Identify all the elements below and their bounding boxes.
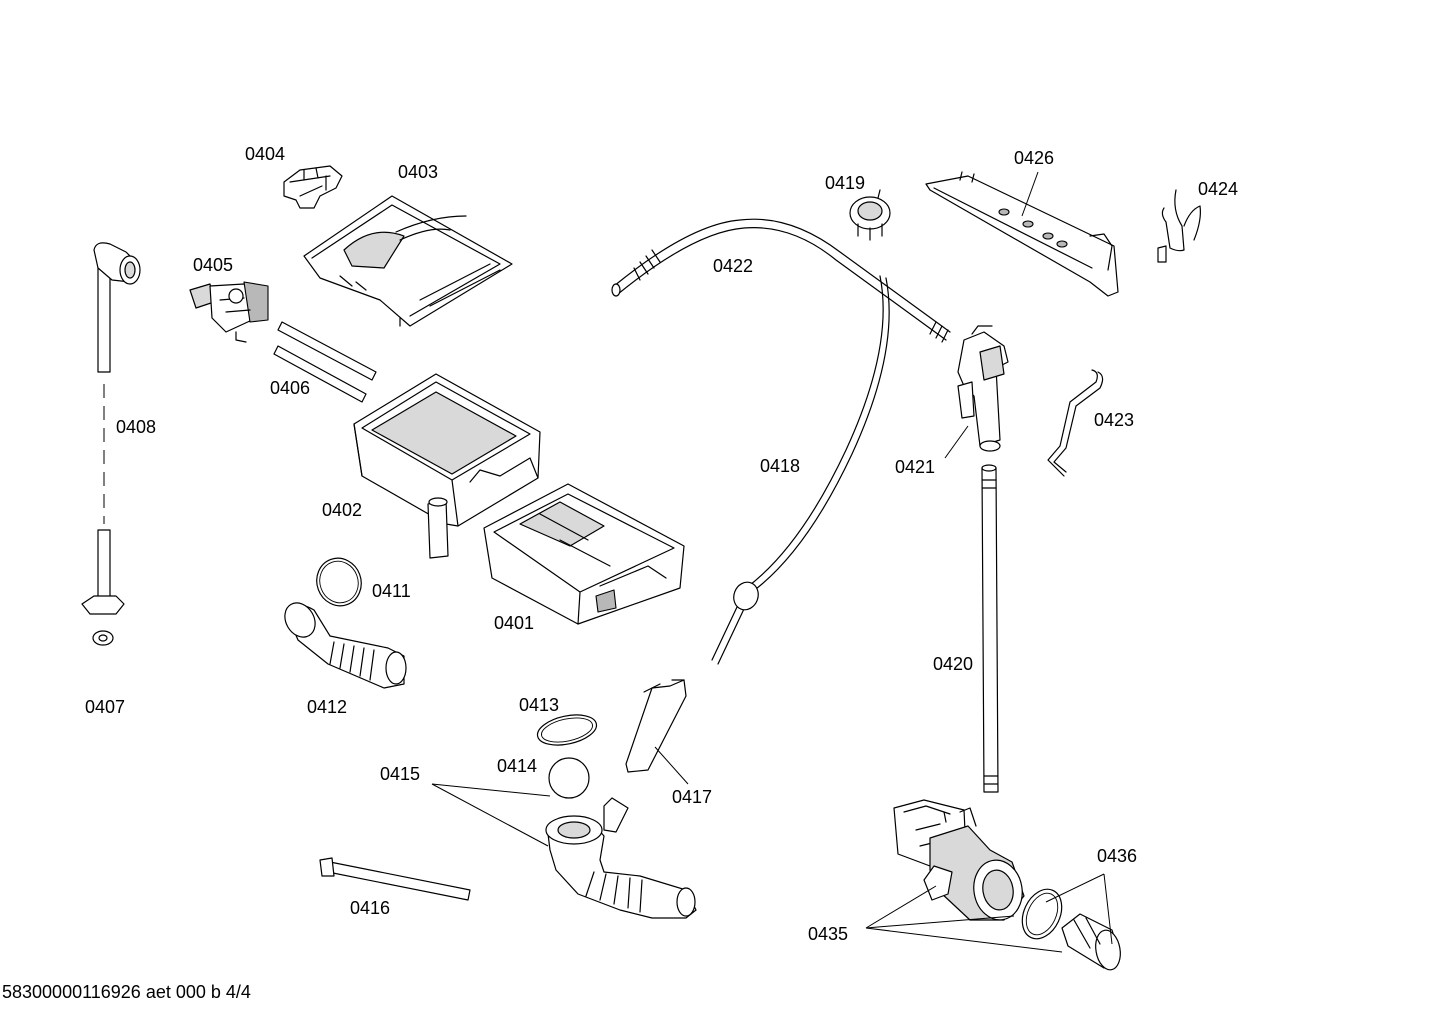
part-0412-drawing bbox=[284, 602, 407, 689]
label-0413: 0413 bbox=[519, 695, 559, 715]
part-0411-drawing bbox=[316, 557, 362, 607]
part-0435-drawing bbox=[893, 799, 1025, 921]
label-0422: 0422 bbox=[713, 256, 753, 276]
part-0426-drawing bbox=[925, 171, 1119, 297]
part-0420-drawing bbox=[981, 464, 999, 793]
label-0423: 0423 bbox=[1094, 410, 1134, 430]
label-0420: 0420 bbox=[933, 654, 973, 674]
label-0402: 0402 bbox=[322, 500, 362, 520]
label-0407: 0407 bbox=[85, 697, 125, 717]
label-0416: 0416 bbox=[350, 898, 390, 918]
label-0419: 0419 bbox=[825, 173, 865, 193]
part-0414-drawing bbox=[548, 757, 590, 799]
part-0436-drawing bbox=[1021, 888, 1121, 971]
part-0413-drawing bbox=[536, 714, 598, 746]
part-0416-drawing bbox=[319, 857, 471, 901]
label-0418: 0418 bbox=[760, 456, 800, 476]
part-0403-drawing bbox=[303, 195, 513, 327]
part-0408-drawing bbox=[81, 242, 141, 615]
part-0417-drawing bbox=[625, 679, 687, 773]
label-0408: 0408 bbox=[116, 417, 156, 437]
part-0418-drawing bbox=[711, 275, 890, 665]
part-0407-drawing bbox=[92, 630, 114, 646]
label-0411: 0411 bbox=[372, 581, 411, 601]
part-0404-drawing bbox=[283, 165, 343, 209]
label-0424: 0424 bbox=[1198, 179, 1238, 199]
part-0401-drawing bbox=[483, 483, 685, 625]
label-0414: 0414 bbox=[497, 756, 537, 776]
label-0401: 0401 bbox=[494, 613, 534, 633]
label-0405: 0405 bbox=[193, 255, 233, 275]
part-0422-drawing bbox=[611, 218, 951, 343]
part-0419-drawing bbox=[849, 189, 891, 241]
part-0406-drawing bbox=[273, 321, 377, 403]
label-0426: 0426 bbox=[1014, 148, 1054, 168]
leader-lines bbox=[431, 171, 1113, 953]
part-0415-drawing bbox=[545, 797, 697, 919]
label-0421: 0421 bbox=[895, 457, 935, 477]
label-0403: 0403 bbox=[398, 162, 438, 182]
label-0406: 0406 bbox=[270, 378, 310, 398]
part-0423-drawing bbox=[1047, 369, 1104, 477]
part-0421-drawing bbox=[957, 325, 1009, 452]
label-0415: 0415 bbox=[380, 764, 420, 784]
label-0435: 0435 bbox=[808, 924, 848, 944]
label-0404: 0404 bbox=[245, 144, 285, 164]
part-0402-drawing bbox=[353, 373, 541, 559]
label-0436: 0436 bbox=[1097, 846, 1137, 866]
drawing-reference-footer: 58300000116926 aet 000 b 4/4 bbox=[2, 982, 251, 1002]
label-0412: 0412 bbox=[307, 697, 347, 717]
part-0424-drawing bbox=[1157, 189, 1201, 263]
label-0417: 0417 bbox=[672, 787, 712, 807]
part-labels: 0404 0403 0405 0406 0408 0402 0411 0401 … bbox=[85, 144, 1238, 944]
part-0405-drawing bbox=[189, 281, 269, 343]
